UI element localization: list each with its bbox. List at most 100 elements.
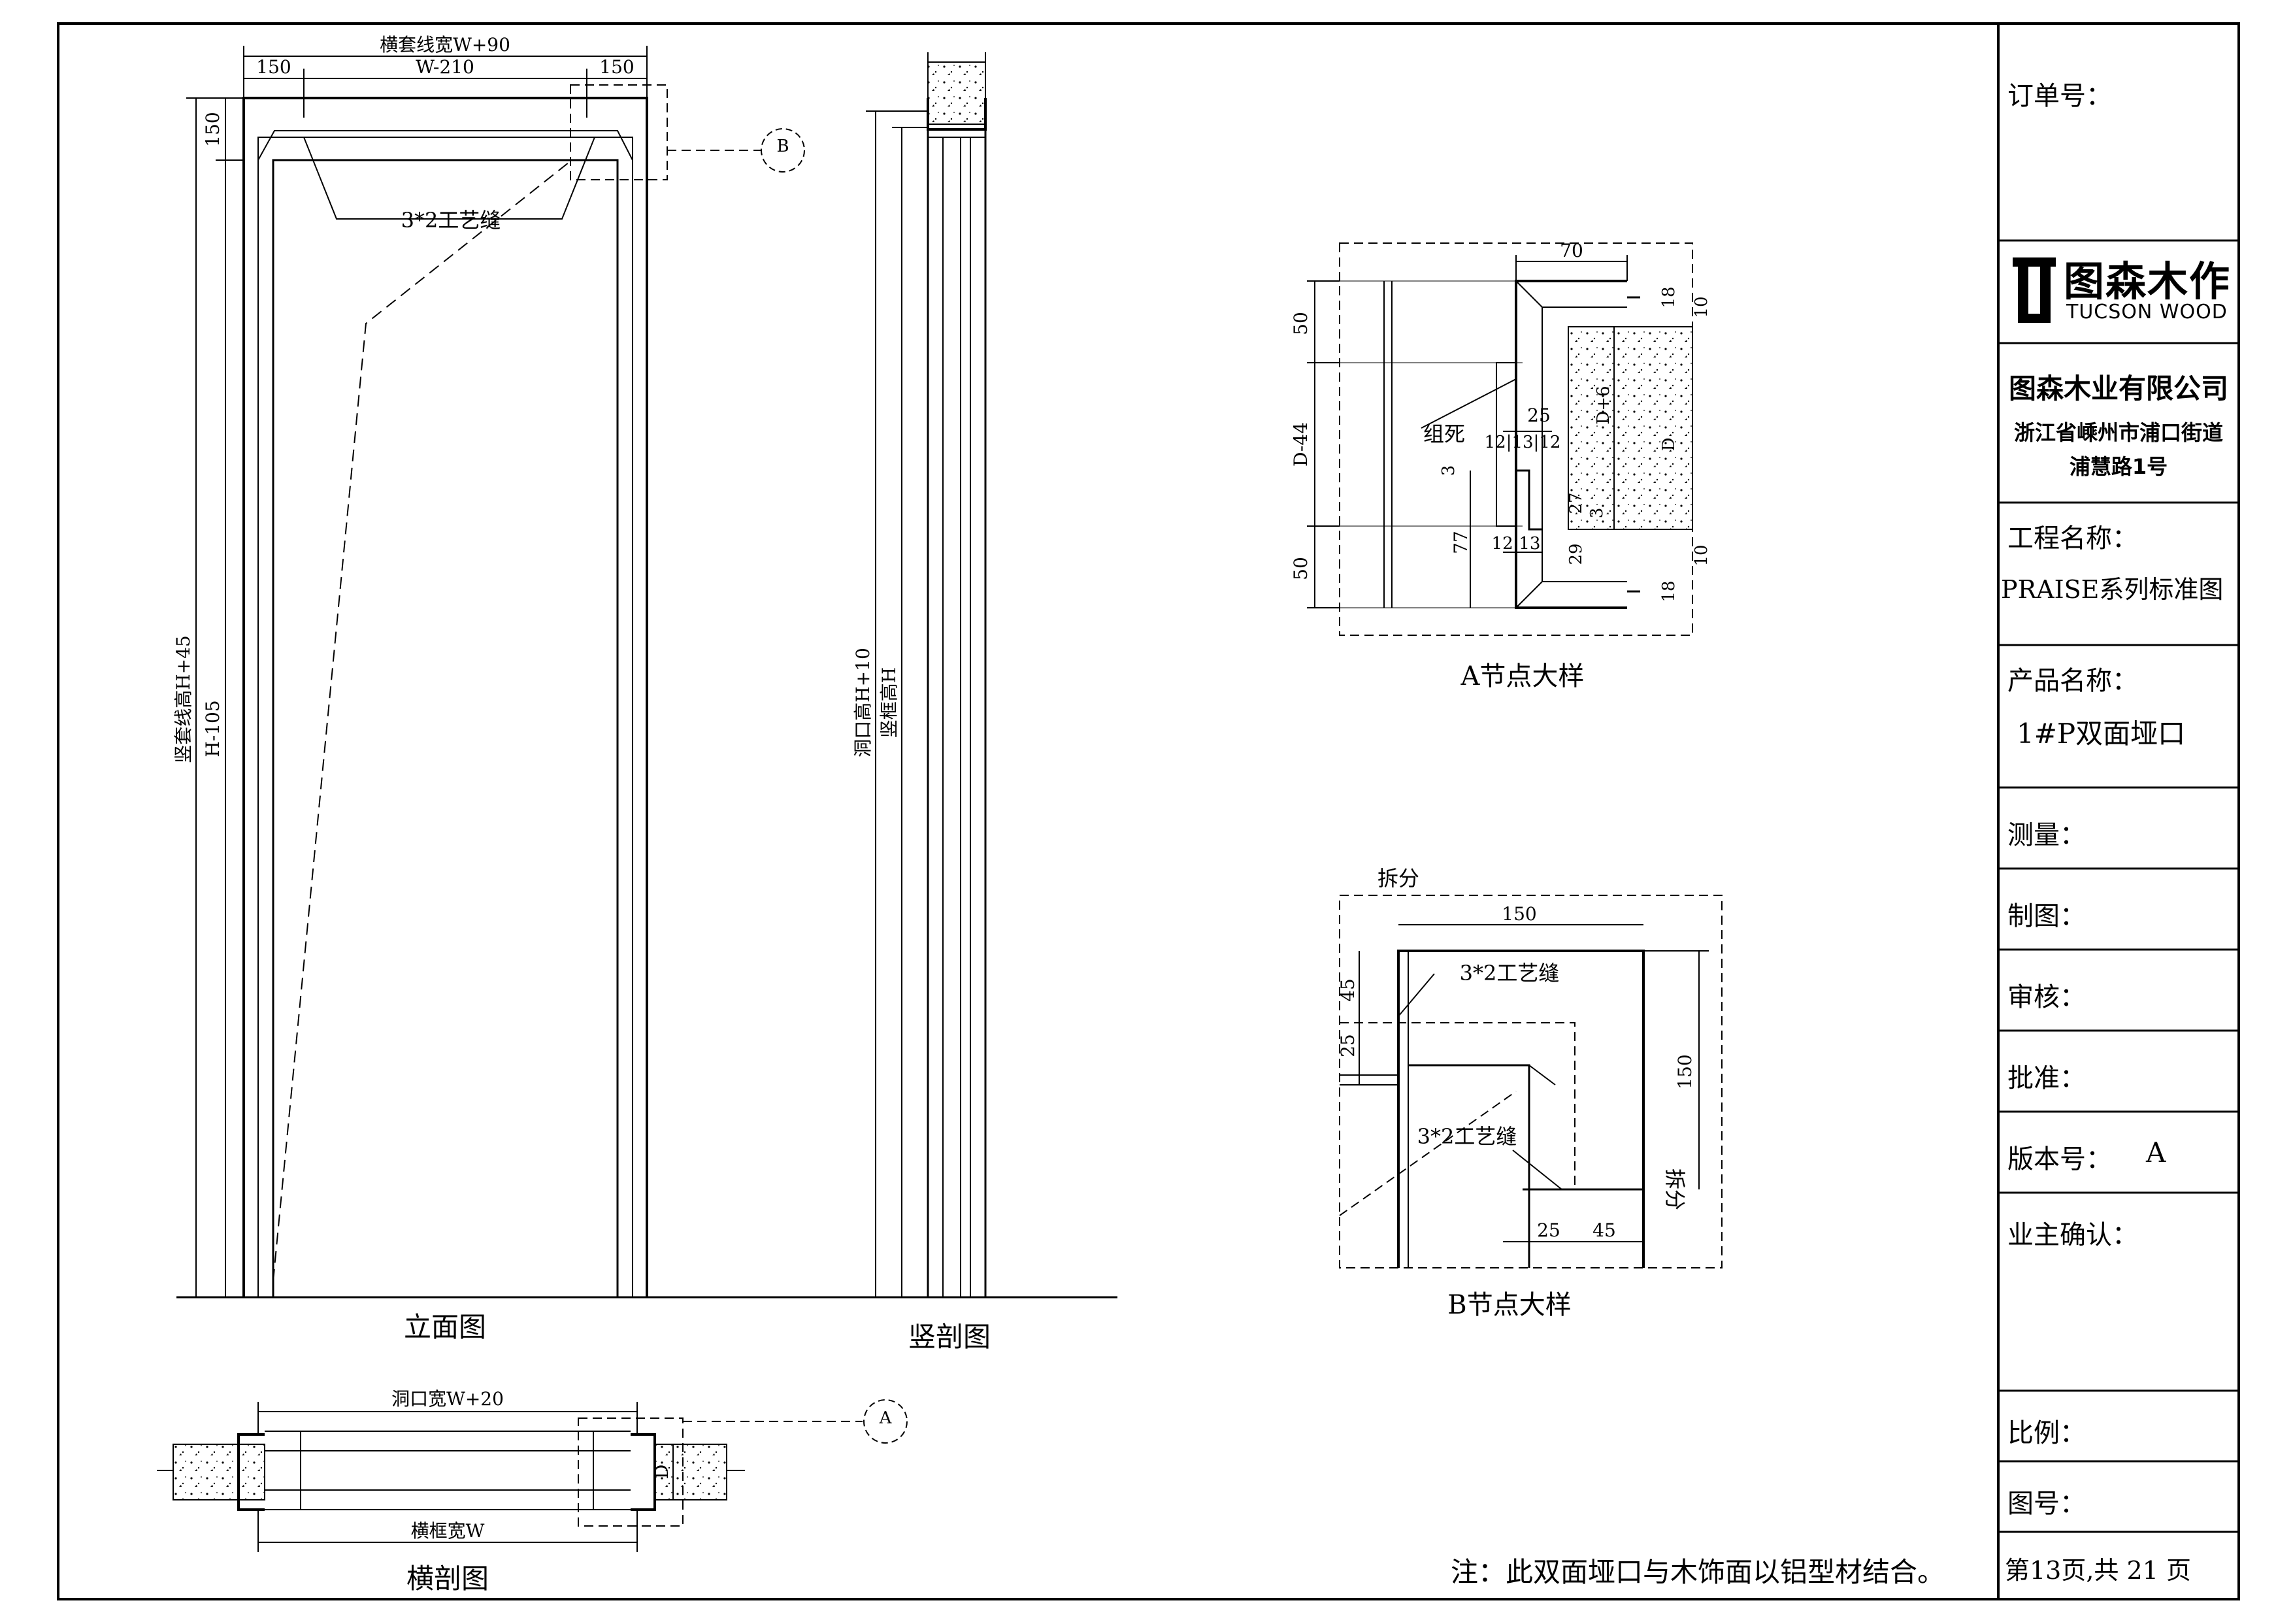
callout-a-label: A (879, 1408, 893, 1428)
dim-a-10-bot: 10 (1692, 544, 1711, 566)
dim-a-18-top: 18 (1659, 286, 1679, 308)
dim-b-25-left: 25 (1337, 1034, 1359, 1057)
logo-mark-icon (2013, 257, 2056, 323)
address-line-2: 浦慧路1号 (2069, 454, 2168, 479)
approve-cell: 批准： (1998, 1031, 2239, 1112)
horizontal-section-text: 洞口宽W+20 横框宽W D A 横剖图 (391, 1388, 893, 1595)
dim-frame-width: 横框宽W (411, 1520, 485, 1542)
approve-label: 批准： (2007, 1063, 2086, 1093)
dim-a-d44: D-44 (1290, 422, 1311, 467)
dim-a-77: 77 (1450, 531, 1472, 554)
dim-a-70: 70 (1560, 240, 1583, 261)
product-cell: 产品名称： 1#P双面垭口 (1998, 645, 2239, 787)
drawing-no-cell: 图号： (1998, 1461, 2239, 1532)
dim-b-150-right: 150 (1674, 1054, 1696, 1089)
dim-a-d6: D+6 (1594, 386, 1613, 424)
order-cell: 订单号： (1998, 24, 2239, 240)
dim-a-50-bot: 50 (1290, 557, 1311, 580)
split-top: 拆分 (1377, 866, 1419, 891)
title-block-rules (1998, 239, 2239, 1533)
dim-a-3a: 3 (1439, 465, 1459, 476)
callout-b-label: B (776, 137, 789, 156)
version-cell: 版本号： A (1998, 1112, 2239, 1193)
split-right: 拆分 (1662, 1168, 1687, 1210)
owner-label: 业主确认： (2007, 1220, 2138, 1250)
callout-a-box (578, 1417, 684, 1527)
dim-a-3b: 3 (1587, 508, 1607, 519)
horizontal-section-caption: 横剖图 (406, 1563, 489, 1595)
label-gap-1: 3*2工艺缝 (1460, 961, 1560, 986)
elevation-caption: 立面图 (404, 1311, 486, 1343)
dim-top-left: 150 (256, 56, 291, 78)
dim-a-50-top: 50 (1290, 312, 1311, 335)
dim-a-18-bot: 18 (1659, 580, 1679, 602)
detail-b-text: 拆分 拆分 150 150 45 25 25 45 3*2工艺缝 3*2工艺缝 … (1337, 866, 1696, 1320)
elevation-dim-text: 横套线宽W+90 150 W-210 150 150 竖套线高H+45 H-10… (173, 34, 789, 1343)
callout-a-circle (863, 1399, 908, 1444)
casing-corner-outer (1397, 950, 1645, 1268)
casing-outer (242, 97, 648, 1297)
label-gap-2: 3*2工艺缝 (1417, 1124, 1517, 1149)
review-cell: 审核： (1998, 950, 2239, 1031)
dim-opening-height: 洞口高H+10 (852, 648, 874, 757)
dim-top-mid: W-210 (416, 56, 474, 78)
logo-english: TUCSON WOOD (2066, 301, 2228, 323)
footer-note: 注：此双面垭口与木饰面以铝型材结合。 (1451, 1556, 1945, 1588)
dim-left-outer: 竖套线高H+45 (173, 635, 194, 763)
casing-inner (272, 159, 619, 1297)
dim-b-150-top: 150 (1502, 903, 1536, 925)
detail-b-caption: B节点大样 (1447, 1290, 1571, 1320)
elevation-view (176, 46, 1117, 1299)
detail-a-text: 70 50 D-44 50 18 18 10 10 25 12|13|12 12… (1290, 240, 1711, 691)
dim-a-1213: 12|13 (1492, 534, 1541, 554)
version-value: A (2146, 1136, 2166, 1168)
project-cell: 工程名称： PRAISE系列标准图 (1998, 503, 2239, 645)
dim-b-45-left: 45 (1337, 978, 1359, 1002)
review-label: 审核： (2007, 982, 2086, 1012)
swing-dash (272, 159, 572, 1282)
measure-label: 测量： (2007, 820, 2086, 850)
product-value: 1#P双面垭口 (2017, 718, 2186, 750)
page-label: 第13页,共 21 页 (2005, 1556, 2191, 1585)
dim-top-right: 150 (599, 56, 634, 78)
scale-label: 比例： (2007, 1418, 2086, 1448)
label-craft-gap: 3*2工艺缝 (401, 208, 501, 233)
dim-a-10-top: 10 (1692, 296, 1711, 318)
address-line-1: 浙江省嵊州市浦口街道 (2013, 420, 2223, 445)
order-label: 订单号： (2007, 81, 2112, 111)
dim-top-total: 横套线宽W+90 (380, 34, 510, 56)
dim-a-d: D (1659, 438, 1679, 452)
draw-label: 制图： (2007, 901, 2086, 931)
dim-opening-width: 洞口宽W+20 (391, 1388, 504, 1410)
dim-a-121312: 12|13|12 (1485, 433, 1561, 452)
dim-a-27: 27 (1566, 492, 1586, 514)
dim-left-small: 150 (202, 112, 223, 146)
logo-chinese: 图森木作 (2064, 257, 2232, 305)
measure-cell: 测量： (1998, 787, 2239, 869)
wall-panel (1568, 326, 1693, 530)
owner-cell: 业主确认： (1998, 1193, 2239, 1391)
detail-a-caption: A节点大样 (1460, 661, 1585, 691)
company-name: 图森木业有限公司 (2008, 373, 2228, 405)
page-cell: 第13页,共 21 页 (1998, 1532, 2239, 1599)
logo-cell: 图森木作 TUCSON WOOD (1998, 240, 2239, 343)
dim-depth: D (651, 1465, 672, 1479)
head-recess (257, 130, 633, 161)
product-label: 产品名称： (2007, 666, 2138, 696)
drawing-no-label: 图号： (2007, 1489, 2086, 1519)
horizontal-section (157, 1399, 908, 1552)
dim-left-inner: H-105 (202, 700, 223, 757)
detail-a (1307, 242, 1693, 636)
vertical-section-text: 洞口高H+10 竖框高H 竖剖图 (852, 648, 991, 1353)
detail-b (1339, 895, 1723, 1268)
scale-cell: 比例： (1998, 1391, 2239, 1461)
detail-b-border (1339, 895, 1723, 1268)
draw-cell: 制图： (1998, 869, 2239, 950)
company-cell: 图森木业有限公司 浙江省嵊州市浦口街道 浦慧路1号 (1998, 343, 2239, 503)
project-label: 工程名称： (2007, 523, 2138, 554)
vertical-section (866, 52, 987, 1297)
dim-b-25-bottom: 25 (1537, 1219, 1560, 1241)
dim-a-29: 29 (1566, 543, 1586, 565)
